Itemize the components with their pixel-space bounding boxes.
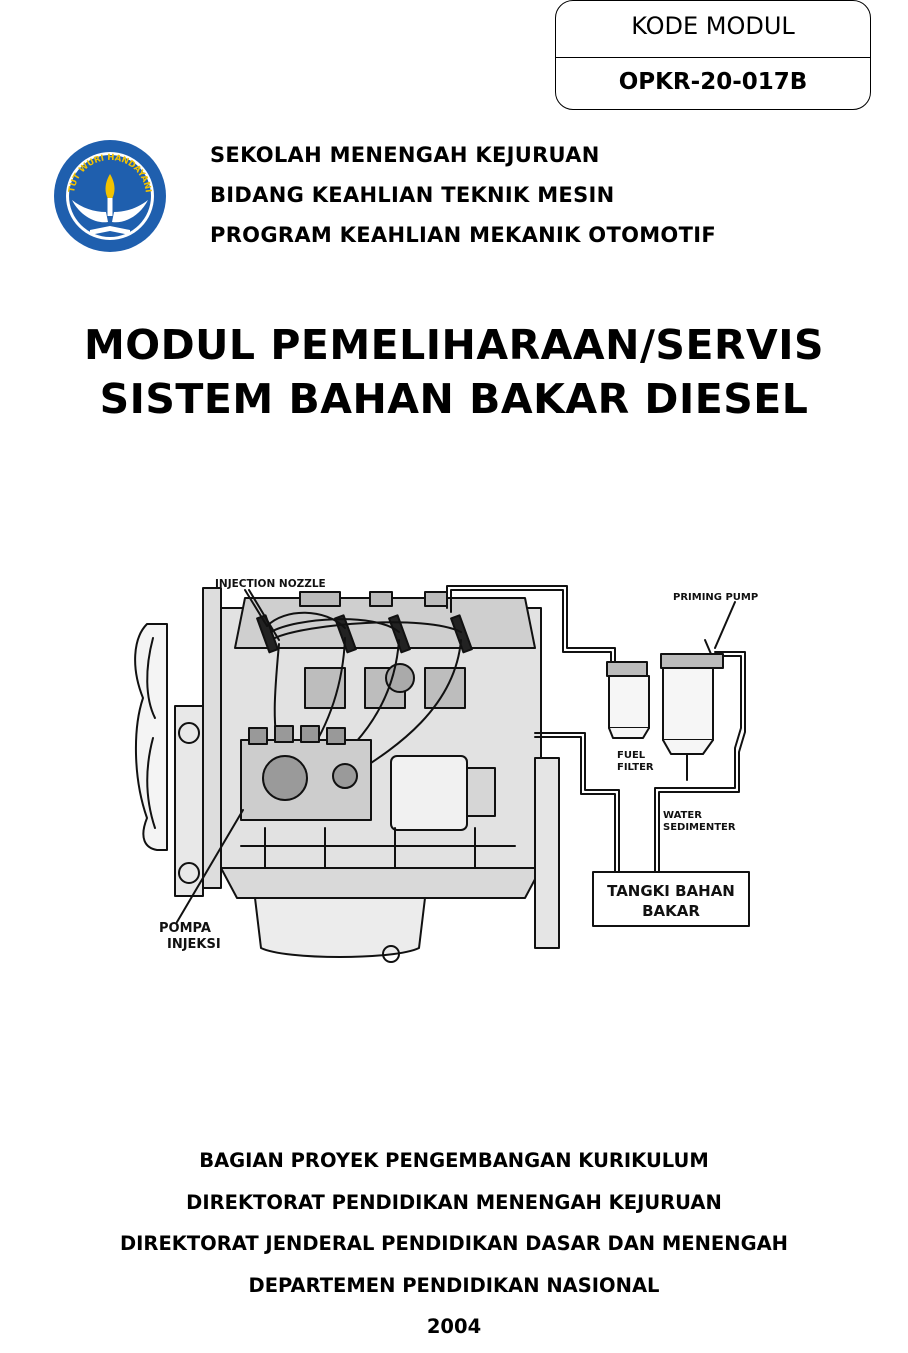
module-title: MODUL PEMELIHARAAN/SERVIS SISTEM BAHAN B… bbox=[0, 318, 908, 426]
label-injection-nozzle: INJECTION NOZZLE bbox=[215, 578, 326, 590]
diesel-fuel-system-diagram: INJECTION NOZZLE PRIMING PUMP FUEL FILTE… bbox=[134, 578, 758, 963]
footer-line-1: BAGIAN PROYEK PENGEMBANGAN KURIKULUM bbox=[199, 1149, 709, 1172]
label-water-sedimenter-2: SEDIMENTER bbox=[663, 822, 736, 833]
label-priming-pump: PRIMING PUMP bbox=[673, 592, 758, 603]
footer-line-3: DIREKTORAT JENDERAL PENDIDIKAN DASAR DAN… bbox=[119, 1232, 788, 1255]
water-sedimenter bbox=[660, 639, 724, 781]
footer-line-2: DIREKTORAT PENDIDIKAN MENENGAH KEJURUAN bbox=[186, 1190, 722, 1214]
title-line-2: SISTEM BAHAN BAKAR DIESEL bbox=[99, 375, 809, 423]
injection-pump bbox=[240, 725, 372, 821]
fuel-filter bbox=[606, 661, 650, 739]
label-fuel-filter-2: FILTER bbox=[617, 762, 654, 773]
label-pump-2: INJEKSI bbox=[167, 937, 221, 952]
school-header: SEKOLAH MENENGAH KEJURUAN BIDANG KEAHLIA… bbox=[210, 135, 716, 255]
school-line-2: BIDANG KEAHLIAN TEKNIK MESIN bbox=[210, 183, 615, 207]
label-fuel-filter-1: FUEL bbox=[617, 750, 646, 761]
kode-modul-code: OPKR-20-017B bbox=[618, 69, 808, 95]
footer-line-4: DEPARTEMEN PENDIDIKAN NASIONAL bbox=[248, 1273, 660, 1297]
publisher-footer: BAGIAN PROYEK PENGEMBANGAN KURIKULUM DIR… bbox=[0, 1140, 908, 1348]
footer-year: 2004 bbox=[426, 1315, 482, 1338]
tut-wuri-handayani-logo: TUT WURI HANDAYANI bbox=[54, 140, 166, 252]
label-water-sedimenter-1: WATER bbox=[663, 810, 702, 821]
school-line-1: SEKOLAH MENENGAH KEJURUAN bbox=[210, 143, 600, 167]
label-tank-1: TANGKI BAHAN bbox=[607, 882, 735, 900]
school-line-3: PROGRAM KEAHLIAN MEKANIK OTOMOTIF bbox=[210, 223, 716, 247]
kode-modul-box: KODE MODUL OPKR-20-017B bbox=[555, 0, 871, 110]
title-line-1: MODUL PEMELIHARAAN/SERVIS bbox=[83, 321, 825, 369]
label-pump-1: POMPA bbox=[159, 921, 211, 936]
label-tank-2: BAKAR bbox=[642, 902, 700, 920]
radiator-fan bbox=[134, 623, 168, 851]
kode-modul-label: KODE MODUL bbox=[556, 1, 870, 58]
